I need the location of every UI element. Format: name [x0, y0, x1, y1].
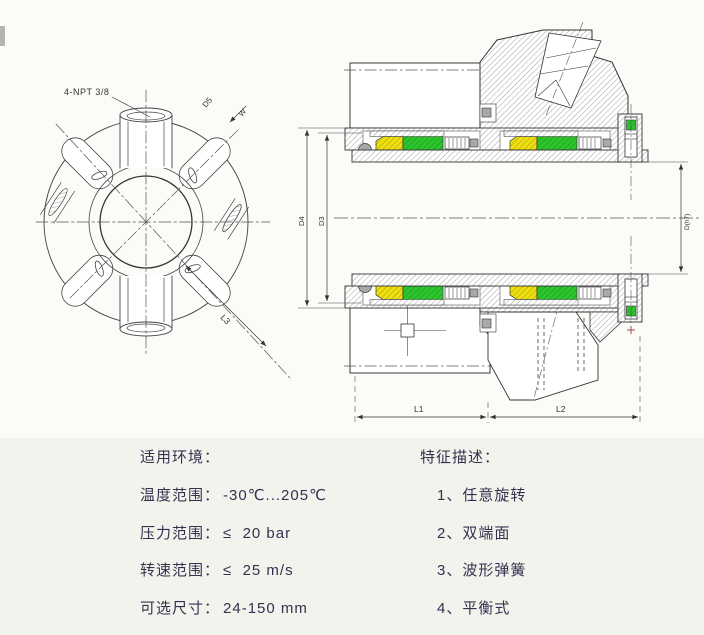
feature-item: 3、波形弹簧 [437, 562, 527, 579]
l3-label: L3 [219, 312, 233, 326]
spec-label: 压力范围： [140, 524, 221, 542]
spec-value: -30℃...205℃ [223, 487, 327, 504]
set-screw-symbol [384, 306, 446, 356]
wave-spring [582, 138, 596, 148]
front-view: L3 W D5 4-NPT 3/8 [35, 87, 291, 379]
outboard-seal-bottom [499, 285, 612, 306]
d3-label: D3 [317, 216, 326, 226]
technical-drawing: L3 W D5 4-NPT 3/8 [35, 21, 700, 423]
boot-thread-lines [537, 318, 585, 390]
seal-face-yellow [509, 136, 538, 151]
dimension-dh7: D(h7) [648, 161, 691, 275]
gland-top [479, 21, 629, 151]
dh7-label: D(h7) [684, 214, 691, 230]
l1-label: L1 [414, 404, 424, 414]
spec-label: 可选尺寸： [140, 599, 221, 617]
features-title: 特征描述： [420, 449, 501, 466]
section-view: D4 D3 D(h7) L1 L2 [297, 21, 700, 423]
seal-face-yellow [375, 285, 404, 300]
shaft-sleeve-top [351, 149, 649, 163]
spec-value: ≤ 25 m/s [223, 562, 294, 579]
drive-collar-top [617, 104, 643, 200]
spec-row-pressure: 压力范围：≤ 20 bar [140, 522, 400, 542]
wave-spring [448, 288, 466, 298]
spec-label: 转速范围： [140, 562, 221, 579]
feature-item: 1、任意旋转 [437, 487, 527, 504]
operating-conditions-panel: 适用环境： 温度范围：-30℃...205℃ 压力范围：≤ 20 bar 转速范… [140, 446, 400, 634]
seal-face-yellow [509, 285, 538, 300]
features-panel: 特征描述： 1、任意旋转 2、双端面 3、波形弹簧 4、平衡式 [420, 446, 660, 634]
dimension-d4: D4 [297, 127, 350, 309]
dimension-l1: L1 [354, 376, 489, 423]
outboard-seal-top [499, 130, 612, 151]
gland-oring-top [481, 107, 492, 118]
scan-artifact [0, 26, 5, 46]
d5-label: D5 [201, 95, 215, 109]
spec-row-temperature: 温度范围：-30℃...205℃ [140, 484, 400, 504]
spec-value: ≤ 20 bar [223, 524, 292, 542]
w-label: W [237, 106, 249, 118]
gland-boot [487, 311, 599, 401]
l3-dimension-line [185, 265, 267, 347]
l2-label: L2 [556, 404, 566, 414]
spec-label: 温度范围： [140, 487, 221, 504]
feature-item: 4、平衡式 [437, 599, 511, 617]
d4-label: D4 [297, 216, 306, 226]
feature-item: 2、双端面 [437, 524, 511, 542]
gland-oring-bottom [481, 318, 492, 329]
specs-title: 适用环境： [140, 449, 221, 466]
w-dimension-line [229, 105, 247, 123]
inboard-seal-top [358, 130, 481, 157]
spec-row-speed: 转速范围：≤ 25 m/s [140, 559, 400, 579]
wave-spring [448, 138, 466, 148]
port-callout-label: 4-NPT 3/8 [64, 87, 109, 97]
dimension-l2: L2 [490, 336, 641, 423]
side-port-west [40, 182, 75, 224]
housing-bottom [349, 307, 491, 374]
dimension-d3: D3 [317, 132, 362, 304]
side-port-east [214, 198, 249, 240]
wave-spring [582, 288, 596, 298]
seal-face-yellow [375, 136, 404, 151]
housing-top [349, 62, 491, 129]
drive-collar-bottom [617, 236, 643, 334]
bolt-mark-red [627, 326, 635, 334]
port-leader-line [111, 96, 151, 118]
spec-row-size: 可选尺寸：24-150 mm [140, 597, 400, 617]
scan-background-band [0, 438, 704, 635]
gland-port-channel [534, 32, 602, 109]
spec-value: 24-150 mm [223, 599, 308, 617]
shaft-sleeve-bottom [351, 273, 649, 287]
